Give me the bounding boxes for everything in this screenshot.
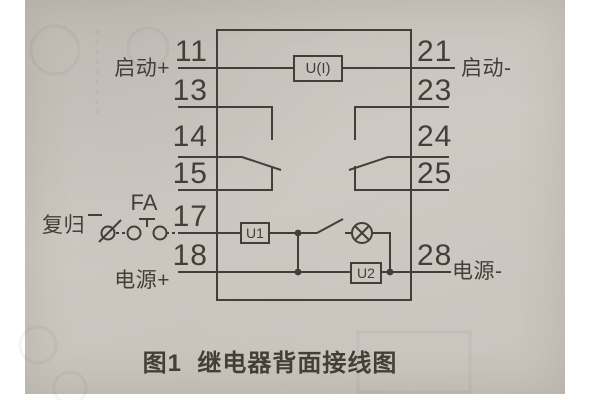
scanned-paper (25, 0, 565, 394)
terminal-14: 14 (172, 120, 208, 153)
terminal-25: 25 (417, 157, 453, 190)
terminal-13: 13 (172, 74, 208, 107)
pushbutton-contact-left (126, 225, 142, 241)
indicator-lamp-cross (354, 225, 370, 241)
terminal-23: 23 (417, 74, 453, 107)
junction-dot (294, 268, 302, 276)
component-u2-label: U2 (357, 265, 375, 281)
terminal-17: 17 (172, 200, 208, 233)
relay-outline-box (216, 29, 412, 301)
wire-terminal-15-contact (178, 166, 273, 191)
component-ui-box: U(I) (293, 55, 343, 82)
junction-dot (294, 229, 302, 237)
lamp-right-lead (372, 232, 391, 272)
terminal-11: 11 (174, 35, 208, 68)
label-reset-button-fa: FA (130, 190, 158, 215)
reset-terminal-slash (98, 219, 122, 243)
component-u2-box: U2 (350, 262, 382, 284)
terminal-24: 24 (417, 120, 453, 153)
terminal-18: 18 (172, 239, 208, 272)
label-power-minus: 电源- (452, 260, 503, 283)
wire-terminal-23-contact (354, 106, 449, 140)
wire-terminal-25-contact (354, 166, 449, 191)
bleed-through-marks (18, 24, 472, 400)
wire-terminal-24-blade (348, 156, 449, 171)
terminal-21: 21 (417, 35, 453, 68)
component-u1-box: U1 (240, 222, 270, 244)
terminal-15: 15 (172, 157, 208, 190)
pushbutton-actuator-icon (139, 218, 155, 227)
label-reset: 复归 (42, 214, 85, 237)
component-ui-label: U(I) (305, 60, 331, 77)
wire-terminal-13-contact (178, 106, 273, 140)
component-u1-label: U1 (246, 225, 264, 241)
label-power-plus: 电源+ (114, 269, 170, 292)
reset-terminal-circle (100, 225, 116, 241)
terminal-28: 28 (417, 239, 453, 272)
figure-caption: 图1 继电器背面接线图 (142, 350, 398, 377)
junction-dot (386, 268, 394, 276)
label-start-plus: 启动+ (114, 57, 170, 80)
open-switch-blade (316, 218, 344, 234)
label-start-minus: 启动- (461, 57, 512, 80)
wire-terminal-14-blade (178, 156, 282, 171)
